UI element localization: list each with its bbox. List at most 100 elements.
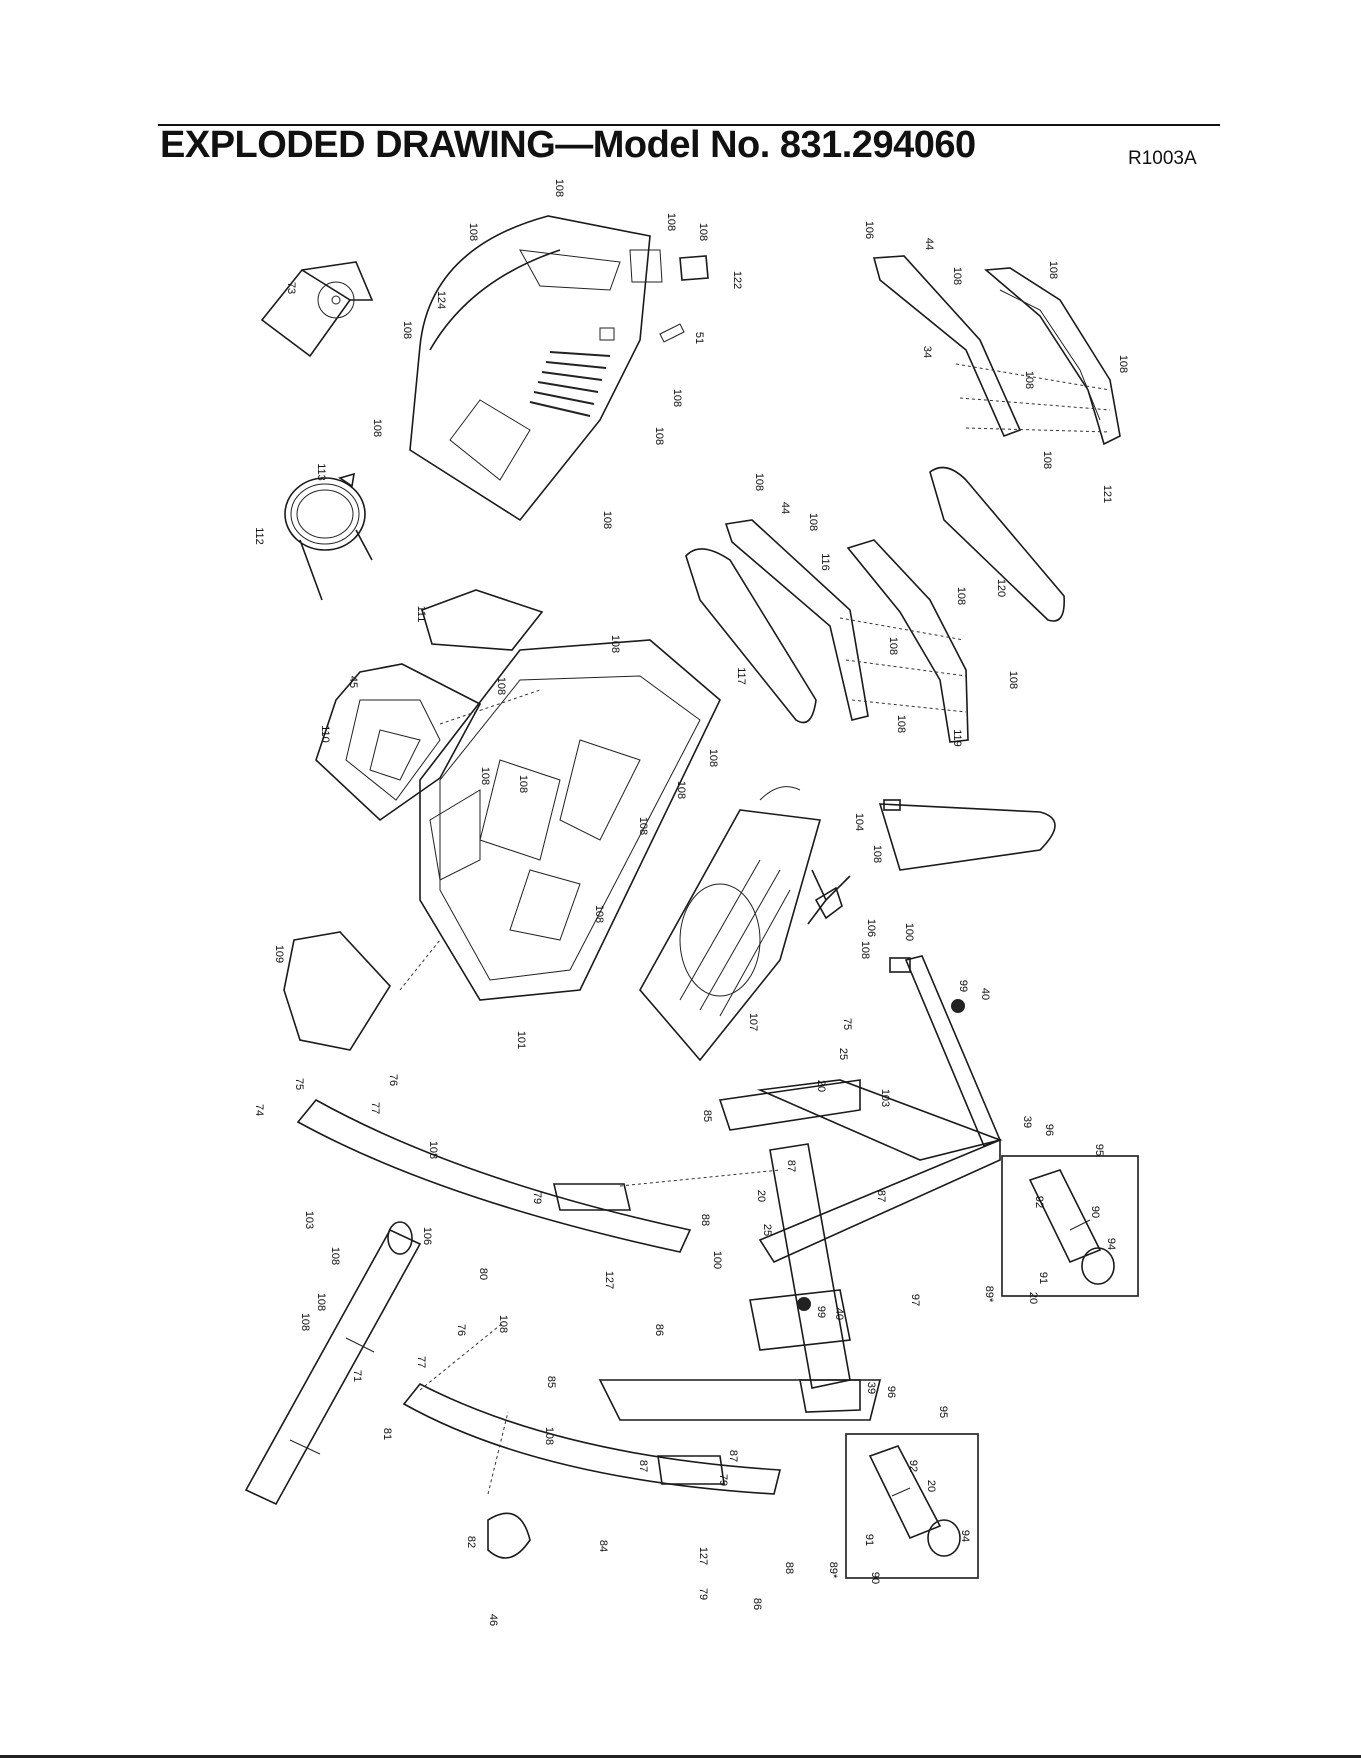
- part-callout: 108: [671, 389, 683, 407]
- part-callout: 108: [665, 213, 677, 231]
- part-callout: 108: [859, 941, 871, 959]
- part-console-window: [421, 589, 544, 651]
- part-callout: 88: [699, 1214, 711, 1226]
- part-callout: 106: [863, 221, 875, 239]
- part-callout: 121: [1101, 485, 1113, 503]
- part-callout: 97: [909, 1294, 921, 1306]
- part-callout: 99: [815, 1306, 827, 1318]
- part-callout: 79: [531, 1192, 543, 1204]
- part-callout: 106: [865, 919, 877, 937]
- leader-line: [619, 1169, 781, 1187]
- part-callout: 75: [841, 1018, 853, 1030]
- part-fan: [807, 869, 851, 925]
- leader-line: [487, 1411, 509, 1495]
- part-callout: 39: [1021, 1116, 1033, 1128]
- part-callout: 103: [879, 1089, 891, 1107]
- hood-vent-grille: [529, 351, 611, 417]
- part-roller-pulley: [387, 1221, 413, 1255]
- part-callout: 109: [273, 945, 285, 963]
- part-callout: 116: [819, 553, 831, 571]
- drawing-code: R1003A: [1128, 148, 1197, 169]
- part-callout: 108: [593, 905, 605, 923]
- part-wire-clip: [883, 799, 901, 811]
- part-callout: 110: [319, 725, 331, 743]
- part-callout: 20: [1027, 1292, 1039, 1304]
- part-callout: 108: [467, 223, 479, 241]
- part-console-base: [419, 639, 721, 1001]
- part-leveler-top: [951, 999, 965, 1013]
- part-callout: 45: [347, 676, 359, 688]
- part-callout: 108: [807, 513, 819, 531]
- part-callout: 95: [937, 1406, 949, 1418]
- part-callout: 101: [515, 1031, 527, 1049]
- wheel-assembly-bottom: [845, 1433, 979, 1579]
- part-callout: 89*: [827, 1562, 839, 1579]
- part-roller: [244, 1228, 422, 1506]
- part-key: [659, 323, 685, 343]
- part-lower-rail: [402, 1382, 782, 1495]
- part-callout: 108: [479, 767, 491, 785]
- part-callout: 108: [371, 419, 383, 437]
- leader-line: [399, 939, 441, 991]
- part-callout: 73: [285, 282, 297, 294]
- part-callout: 108: [675, 781, 687, 799]
- part-callout: 46: [487, 1614, 499, 1626]
- wheel-assembly-top: [1001, 1155, 1139, 1297]
- part-callout: 76: [387, 1074, 399, 1086]
- part-callout: 108: [401, 321, 413, 339]
- part-callout: 108: [315, 1293, 327, 1311]
- part-callout: 87: [785, 1160, 797, 1172]
- part-callout: 122: [731, 271, 743, 289]
- part-callout: 108: [495, 677, 507, 695]
- part-callout: 108: [887, 637, 899, 655]
- part-callout: 100: [711, 1251, 723, 1269]
- part-callout: 20: [815, 1080, 827, 1092]
- part-callout: 108: [697, 223, 709, 241]
- part-callout: 111: [415, 606, 427, 623]
- part-callout: 90: [1089, 1206, 1101, 1218]
- part-callout: 44: [779, 502, 791, 514]
- part-callout: 74: [253, 1104, 265, 1116]
- part-callout: 76: [455, 1324, 467, 1336]
- page-title: EXPLODED DRAWING—Model No. 831.294060: [160, 124, 976, 166]
- part-callout: 112: [253, 527, 265, 545]
- part-upper-rail: [296, 1098, 692, 1253]
- part-callout: 120: [995, 579, 1007, 597]
- part-callout: 25: [837, 1048, 849, 1060]
- part-callout: 40: [979, 988, 991, 1000]
- part-callout: 84: [597, 1540, 609, 1552]
- part-callout: 86: [653, 1324, 665, 1336]
- part-callout: 81: [381, 1428, 393, 1440]
- part-callout: 92: [907, 1460, 919, 1472]
- part-callout: 25: [761, 1224, 773, 1236]
- part-callout: 106: [421, 1227, 433, 1245]
- part-callout: 91: [863, 1534, 875, 1546]
- part-foot-plate-bottom: [657, 1455, 725, 1485]
- part-callout: 80: [477, 1268, 489, 1280]
- part-callout: 87: [637, 1460, 649, 1472]
- part-callout: 44: [923, 238, 935, 250]
- part-base-frame: [598, 955, 1003, 1421]
- part-callout: 20: [925, 1480, 937, 1492]
- part-storage-tray: [283, 931, 392, 1051]
- part-callout: 77: [415, 1356, 427, 1368]
- part-callout: 108: [517, 775, 529, 793]
- part-callout: 96: [885, 1386, 897, 1398]
- title-rule: [158, 124, 1220, 126]
- leader-line: [419, 1321, 505, 1391]
- part-callout: 99: [957, 980, 969, 992]
- part-callout: 108: [871, 845, 883, 863]
- part-callout: 108: [609, 635, 621, 653]
- part-callout: 87: [727, 1450, 739, 1462]
- part-callout: 90: [869, 1572, 881, 1584]
- part-callout: 87: [875, 1190, 887, 1202]
- part-callout: 108: [1007, 671, 1019, 689]
- part-foot-plate-top: [552, 1183, 632, 1211]
- part-callout: 108: [753, 473, 765, 491]
- part-callout: 79: [697, 1588, 709, 1600]
- part-belt-cover: [878, 803, 1056, 871]
- part-callout: 85: [545, 1376, 557, 1388]
- part-callout: 86: [751, 1598, 763, 1610]
- part-motor-cover: [639, 786, 822, 1062]
